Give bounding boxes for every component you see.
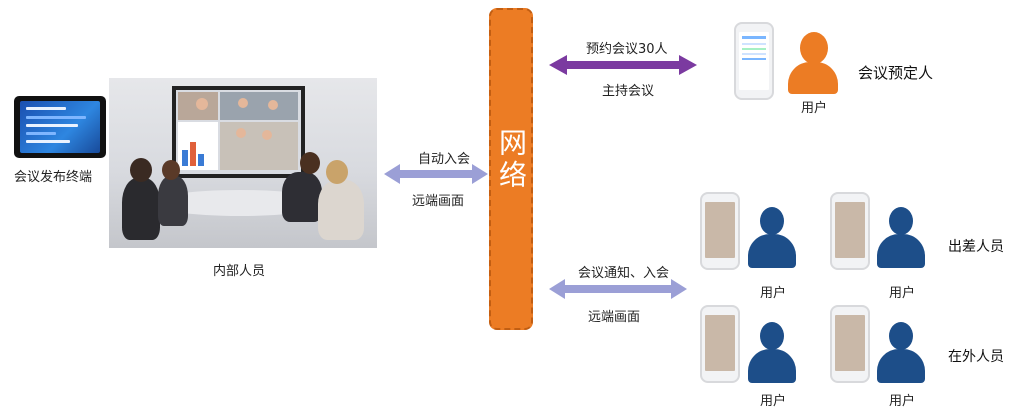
booker-phone	[734, 22, 774, 100]
field-user-icon	[889, 207, 913, 235]
field-user-icon-body	[748, 349, 796, 383]
field-user-icon	[889, 322, 913, 350]
participant	[158, 176, 188, 226]
internal-staff-label: 内部人员	[213, 264, 266, 279]
participant-head	[326, 160, 348, 184]
participant	[282, 172, 322, 222]
left-arrow-top-label: 自动入会	[418, 152, 471, 167]
bottom-arrow-bottom-label: 远端画面	[588, 310, 641, 325]
business-trip-label: 出差人员	[948, 239, 1004, 255]
field-phone	[700, 305, 740, 383]
field-phone	[830, 192, 870, 270]
top-arrow-top-label: 预约会议30人	[586, 42, 668, 57]
field-user-icon	[760, 322, 784, 350]
network-label: 网络	[489, 128, 533, 192]
participant-head	[130, 158, 152, 182]
field-user-icon	[760, 207, 784, 235]
booker-label: 会议预定人	[858, 64, 934, 82]
field-user-label: 用户	[760, 394, 787, 409]
field-user-label: 用户	[889, 394, 916, 409]
field-user-icon-body	[748, 234, 796, 268]
field-phone	[830, 305, 870, 383]
field-user-icon-body	[877, 234, 925, 268]
participant	[122, 178, 160, 240]
left-double-arrow	[384, 164, 488, 184]
bottom-arrow-top-label: 会议通知、入会	[578, 266, 670, 281]
field-user-label: 用户	[889, 286, 916, 301]
field-user-label: 用户	[760, 286, 787, 301]
participant-head	[300, 152, 320, 174]
publish-terminal-screen	[20, 101, 100, 153]
booker-user-icon	[800, 32, 828, 64]
booker-user-icon-body	[788, 62, 838, 94]
booker-user-label: 用户	[801, 101, 828, 116]
video-wall-screen	[176, 90, 301, 174]
left-arrow-bottom-label: 远端画面	[412, 194, 465, 209]
top-double-arrow	[549, 55, 697, 75]
outside-staff-label: 在外人员	[948, 349, 1004, 365]
network-column	[489, 8, 533, 330]
participant-head	[162, 160, 180, 180]
terminal-label: 会议发布终端	[14, 170, 93, 185]
bottom-double-arrow	[549, 279, 687, 299]
network-label-text: 网络	[495, 128, 528, 192]
top-arrow-bottom-label: 主持会议	[602, 84, 655, 99]
field-phone	[700, 192, 740, 270]
field-user-icon-body	[877, 349, 925, 383]
participant	[318, 180, 364, 240]
